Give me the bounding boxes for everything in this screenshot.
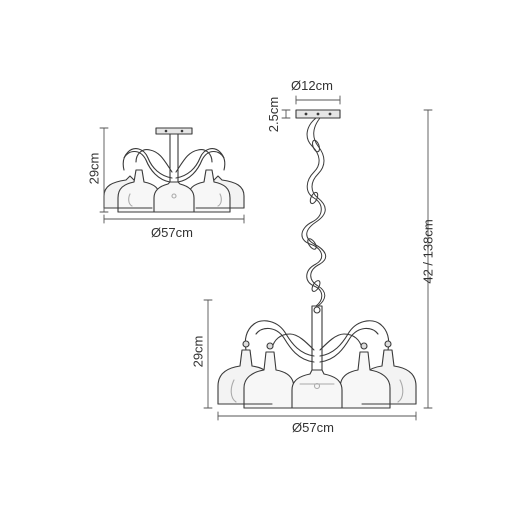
flush-height-label: 29cm [86, 152, 102, 185]
flush-ceiling-plate [155, 127, 193, 135]
flush-height-dimension [99, 127, 109, 213]
flush-arm [177, 150, 225, 183]
pendant-arm [319, 320, 390, 357]
pendant-chain [301, 117, 327, 307]
pendant-arm [271, 333, 315, 351]
pendant-shade [339, 351, 391, 409]
flush-arm [123, 150, 171, 183]
canopy-diameter-dimension [295, 95, 341, 105]
pendant-diameter-dimension [217, 411, 417, 421]
canopy-height-label: 2.5cm [266, 96, 282, 133]
overall-drop-dimension [423, 109, 433, 409]
flush-arm [175, 149, 213, 173]
flush-diameter-label: Ø57cm [151, 225, 193, 240]
pendant-height-dimension [203, 299, 213, 409]
pendant-arm [244, 320, 315, 357]
pendant-center-stem [311, 305, 323, 377]
overall-drop-label: 42 / 138cm [420, 219, 436, 284]
pendant-diameter-label: Ø57cm [292, 420, 334, 435]
flush-arm [135, 149, 173, 173]
pendant-height-label: 29cm [190, 335, 206, 368]
canopy-height-dimension [281, 109, 291, 119]
pendant-arm [319, 327, 379, 363]
flush-center-stem [169, 133, 179, 185]
flush-fitting-drawing [99, 127, 245, 224]
flush-arm [175, 148, 226, 179]
flush-shade [153, 181, 195, 213]
pendant-arm [255, 327, 315, 363]
flush-arm [122, 148, 173, 179]
pendant-fitting-drawing [203, 95, 433, 421]
canopy-diameter-label: Ø12cm [291, 78, 333, 93]
flush-diameter-dimension [103, 214, 245, 224]
pendant-arm [319, 333, 363, 351]
